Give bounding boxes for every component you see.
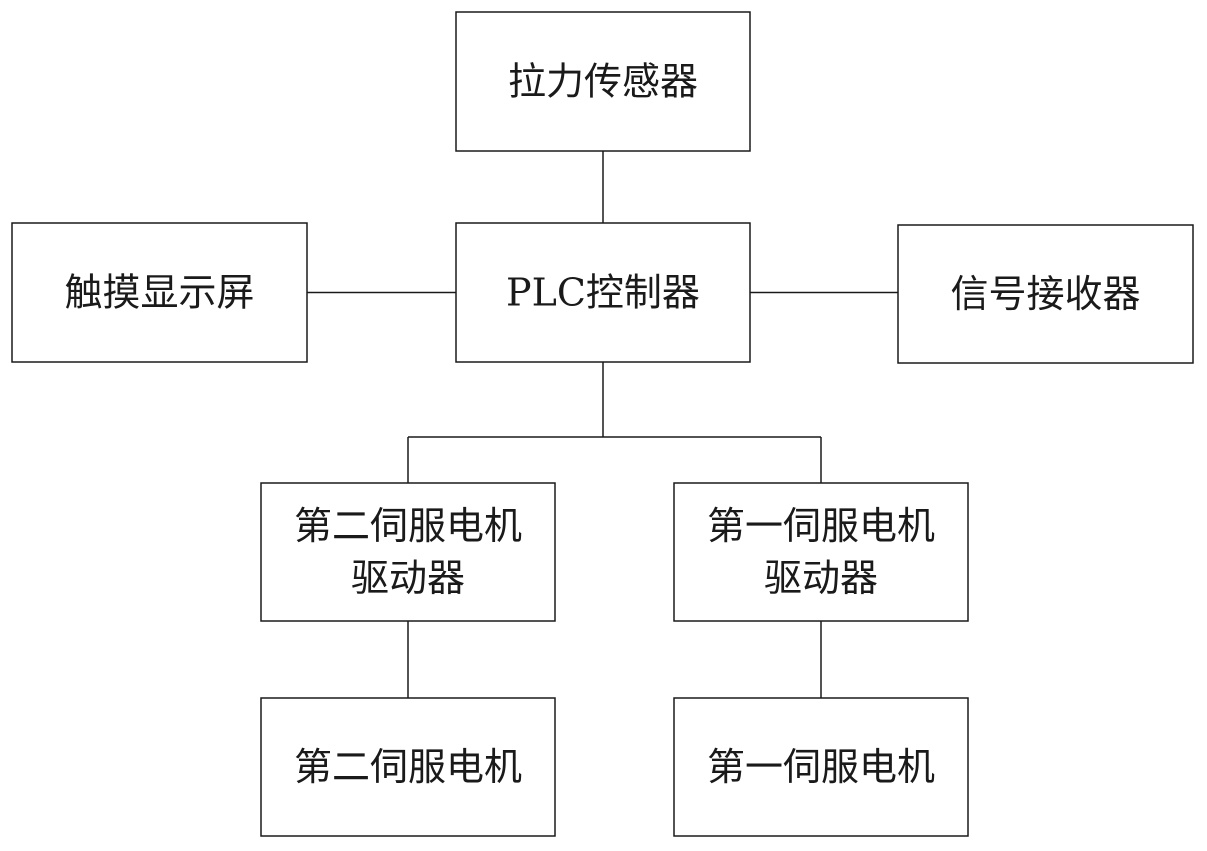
box-frame-servo-driver-2 [260, 482, 556, 622]
box-tension-sensor: 拉力传感器 [455, 11, 751, 152]
box-servo-motor-1: 第一伺服电机 [673, 697, 969, 837]
box-touch-display: 触摸显示屏 [11, 222, 308, 363]
box-label-servo-driver-2-line-0: 第二伺服电机 [294, 504, 522, 548]
box-label-servo-driver-2-line-1: 驱动器 [351, 556, 465, 600]
box-label-servo-motor-2-line-0: 第二伺服电机 [294, 745, 522, 789]
box-frame-signal-receiver [897, 224, 1194, 364]
box-label-servo-driver-1-line-1: 驱动器 [764, 556, 878, 600]
box-frame-servo-motor-2 [260, 697, 556, 837]
box-label-touch-display-line-0: 触摸显示屏 [64, 271, 254, 315]
box-label-signal-receiver-line-0: 信号接收器 [950, 272, 1140, 316]
box-servo-motor-2: 第二伺服电机 [260, 697, 556, 837]
box-label-tension-sensor-line-0: 拉力传感器 [508, 60, 698, 104]
box-label-plc-controller-line-0: PLC控制器 [506, 271, 700, 315]
box-label-servo-motor-1-line-0: 第一伺服电机 [707, 745, 935, 789]
box-frame-touch-display [11, 222, 308, 363]
box-frame-plc-controller [455, 222, 751, 363]
connector-lines [307, 151, 898, 698]
box-plc-controller: PLC控制器 [455, 222, 751, 363]
box-frame-tension-sensor [455, 11, 751, 152]
box-frame-servo-motor-1 [673, 697, 969, 837]
box-signal-receiver: 信号接收器 [897, 224, 1194, 364]
box-frame-servo-driver-1 [673, 482, 969, 622]
box-label-servo-driver-1-line-0: 第一伺服电机 [707, 504, 935, 548]
